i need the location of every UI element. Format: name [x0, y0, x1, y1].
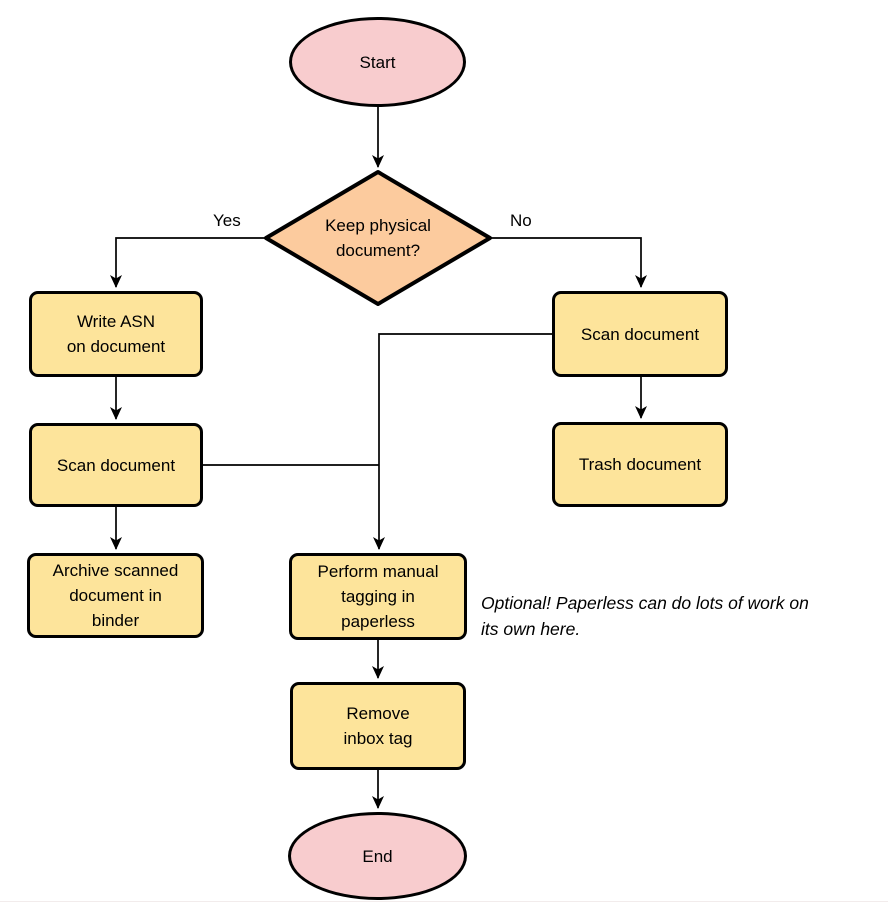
edge-decision-yes-to-write-asn	[110, 237, 266, 288]
edge-label-yes: Yes	[211, 211, 243, 230]
decision-diamond	[264, 170, 492, 306]
trash-document-node: Trash document	[552, 422, 728, 507]
edge-decision-no-to-scan-right	[490, 237, 647, 288]
perform-tagging-node: Perform manual tagging in paperless	[289, 553, 467, 640]
start-node: Start	[289, 17, 466, 107]
bottom-divider	[0, 901, 888, 902]
decision-node-label: Keep physical document?	[325, 216, 431, 260]
optional-annotation: Optional! Paperless can do lots of work …	[481, 593, 809, 639]
archive-node: Archive scanned document in binder	[27, 553, 204, 638]
remove-inbox-tag-node: Remove inbox tag	[290, 682, 466, 770]
end-node: End	[288, 812, 467, 900]
scan-document-left-node: Scan document	[29, 423, 203, 507]
edge-scan-right-to-perform	[373, 333, 552, 550]
edge-label-no: No	[508, 211, 534, 230]
write-asn-node: Write ASN on document	[29, 291, 203, 377]
scan-document-right-node: Scan document	[552, 291, 728, 377]
